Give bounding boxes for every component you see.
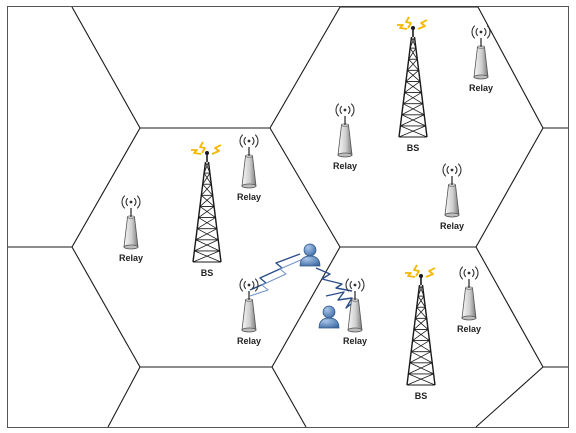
relay-antenna-icon: Relay [469, 25, 493, 93]
relay-antenna-icon: Relay [457, 266, 481, 334]
relay-antenna-icon: Relay [119, 195, 143, 263]
cell-border [271, 366, 307, 428]
lightning-icon [191, 141, 222, 155]
cell-border [475, 366, 544, 428]
signal-waves-icon [239, 278, 259, 292]
signal-waves-icon [335, 103, 355, 117]
relay-label: Relay [119, 253, 143, 263]
base-station-label: BS [415, 391, 428, 401]
relay-label: Relay [333, 161, 357, 171]
relay-antenna-icon: Relay [237, 278, 261, 346]
relay-label: Relay [237, 336, 261, 346]
relay-antenna-icon: Relay [343, 278, 367, 346]
mobile-user-icon [318, 305, 340, 329]
lightning-icon [397, 16, 428, 30]
mobile-user-icon [299, 243, 321, 267]
relay-label: Relay [440, 221, 464, 231]
base-station-tower-icon: BS [405, 264, 436, 401]
relay-antenna-icon: Relay [333, 103, 357, 171]
cell-border [271, 246, 341, 368]
wireless-link-icon [325, 291, 357, 309]
signal-waves-icon [459, 266, 479, 280]
cell-border [269, 6, 341, 129]
base-station-label: BS [201, 268, 214, 278]
relay-label: Relay [469, 83, 493, 93]
wireless-link-icon [315, 267, 353, 292]
cell-border [71, 6, 141, 129]
cell-border [107, 366, 141, 428]
relay-label: Relay [343, 336, 367, 346]
wireless-links [249, 253, 357, 309]
base-station-tower-icon: BS [191, 141, 222, 278]
cell-border [475, 127, 544, 248]
cell-border [269, 127, 341, 248]
signal-waves-icon [471, 25, 491, 39]
signal-waves-icon [121, 195, 141, 209]
cell-border [475, 246, 544, 368]
relay-label: Relay [237, 192, 261, 202]
signal-waves-icon [345, 278, 365, 292]
cell-border [71, 127, 141, 248]
users [299, 243, 340, 329]
wireless-link-icon [249, 258, 304, 297]
signal-waves-icon [239, 134, 259, 148]
base-station-tower-icon: BS [397, 16, 428, 153]
diagram-frame [7, 6, 569, 428]
signal-waves-icon [442, 163, 462, 177]
relay-antenna-icon: Relay [440, 163, 464, 231]
cell-border [477, 6, 544, 129]
lightning-icon [405, 264, 436, 278]
relay-antenna-icon: Relay [237, 134, 261, 202]
relay-label: Relay [457, 324, 481, 334]
cell-border [71, 246, 141, 368]
base-station-label: BS [407, 143, 420, 153]
base-stations: BS BS BS [191, 16, 436, 401]
